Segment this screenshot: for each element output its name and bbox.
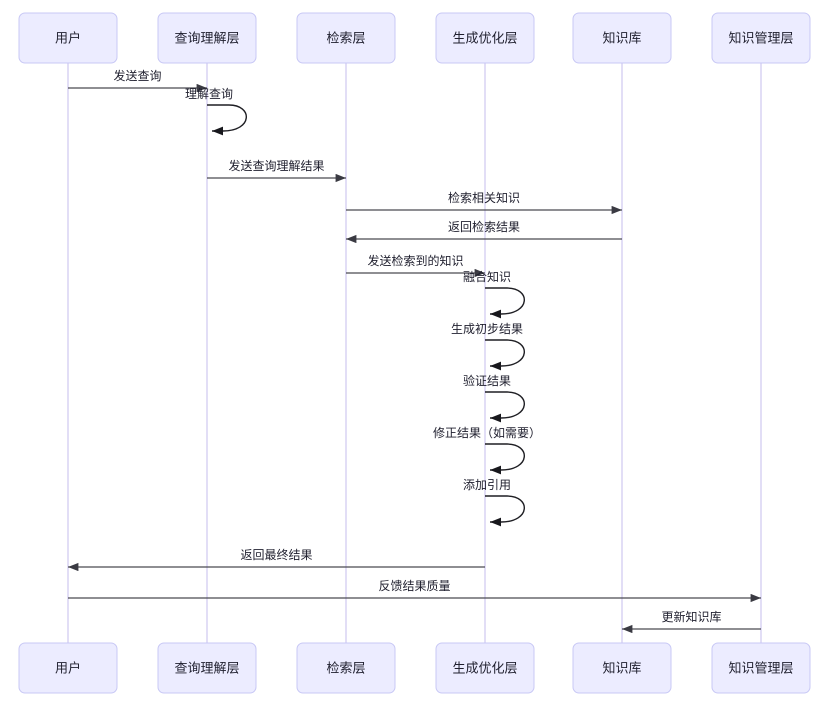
actor-label: 检索层	[326, 660, 365, 675]
self-loop-label: 融合知识	[463, 269, 511, 284]
actor-label: 生成优化层	[452, 30, 517, 45]
message-label: 检索相关知识	[448, 190, 520, 205]
self-loop-generate-10: 添加引用	[463, 478, 525, 527]
actor-box	[157, 642, 257, 694]
message-arrow-user-to-kmgmt: 反馈结果质量	[68, 579, 761, 603]
actor-box	[435, 12, 535, 64]
self-loop-path	[485, 391, 525, 423]
actor-top-generate[interactable]: 生成优化层	[435, 12, 535, 64]
actor-box	[711, 642, 811, 694]
actor-box	[296, 642, 396, 694]
message-arrow-kb-to-retrieve: 返回检索结果	[346, 219, 622, 244]
message-arrow-retrieve-to-generate: 发送检索到的知识	[346, 253, 485, 278]
actor-box	[18, 12, 118, 64]
message-label: 返回检索结果	[448, 219, 520, 234]
message-label: 发送查询理解结果	[228, 158, 324, 173]
actor-bottom-user[interactable]: 用户	[18, 642, 118, 694]
actor-label: 知识库	[602, 660, 641, 675]
self-loop-label: 验证结果	[463, 373, 511, 388]
actor-label: 知识库	[602, 30, 641, 45]
self-loop-path	[485, 339, 525, 371]
actor-box	[296, 12, 396, 64]
self-loop-query-1: 理解查询	[185, 87, 247, 136]
message-label: 反馈结果质量	[378, 579, 450, 593]
message-arrow-generate-to-user: 返回最终结果	[68, 547, 485, 572]
actor-top-retrieve[interactable]: 检索层	[296, 12, 396, 64]
message-label: 发送检索到的知识	[367, 253, 463, 268]
actors-layer: 用户用户查询理解层查询理解层检索层检索层生成优化层生成优化层知识库知识库知识管理…	[18, 12, 811, 694]
message-label: 发送查询	[113, 68, 161, 83]
self-loop-path	[485, 287, 525, 319]
self-loop-path	[485, 443, 525, 475]
actor-label: 查询理解层	[174, 660, 239, 675]
actor-bottom-retrieve[interactable]: 检索层	[296, 642, 396, 694]
self-loop-generate-8: 验证结果	[463, 373, 525, 423]
actor-label: 查询理解层	[174, 30, 239, 45]
actor-bottom-query[interactable]: 查询理解层	[157, 642, 257, 694]
self-loop-generate-7: 生成初步结果	[451, 322, 525, 371]
self-loop-generate-9: 修正结果（如需要）	[433, 425, 541, 475]
message-arrow-retrieve-to-kb: 检索相关知识	[346, 190, 622, 215]
message-arrow-kmgmt-to-kb: 更新知识库	[622, 609, 761, 634]
actor-bottom-kmgmt[interactable]: 知识管理层	[711, 642, 811, 694]
lifelines-layer	[67, 63, 762, 643]
actor-label: 检索层	[326, 30, 365, 45]
actor-label: 生成优化层	[452, 660, 517, 675]
message-arrow-user-to-query: 发送查询	[68, 68, 207, 93]
self-loop-label: 理解查询	[185, 87, 233, 101]
actor-box	[435, 642, 535, 694]
actor-label: 用户	[55, 660, 81, 675]
message-label: 返回最终结果	[240, 547, 312, 562]
self-loop-label: 添加引用	[463, 478, 511, 492]
actor-box	[711, 12, 811, 64]
actor-label: 知识管理层	[728, 30, 793, 45]
actor-label: 用户	[55, 30, 81, 45]
message-label: 更新知识库	[661, 609, 721, 624]
self-loop-path	[207, 104, 247, 136]
actor-box	[572, 642, 672, 694]
actor-box	[157, 12, 257, 64]
self-loop-path	[485, 495, 525, 527]
actor-top-kmgmt[interactable]: 知识管理层	[711, 12, 811, 64]
self-loop-label: 修正结果（如需要）	[433, 425, 541, 440]
actor-top-user[interactable]: 用户	[18, 12, 118, 64]
actor-label: 知识管理层	[728, 660, 793, 675]
actor-box	[18, 642, 118, 694]
actor-bottom-generate[interactable]: 生成优化层	[435, 642, 535, 694]
messages-layer: 发送查询理解查询发送查询理解结果检索相关知识返回检索结果发送检索到的知识融合知识…	[68, 68, 761, 634]
actor-bottom-kb[interactable]: 知识库	[572, 642, 672, 694]
message-arrow-query-to-retrieve: 发送查询理解结果	[207, 158, 346, 183]
self-loop-label: 生成初步结果	[451, 322, 523, 336]
self-loop-generate-6: 融合知识	[463, 269, 525, 319]
actor-top-query[interactable]: 查询理解层	[157, 12, 257, 64]
actor-box	[572, 12, 672, 64]
actor-top-kb[interactable]: 知识库	[572, 12, 672, 64]
